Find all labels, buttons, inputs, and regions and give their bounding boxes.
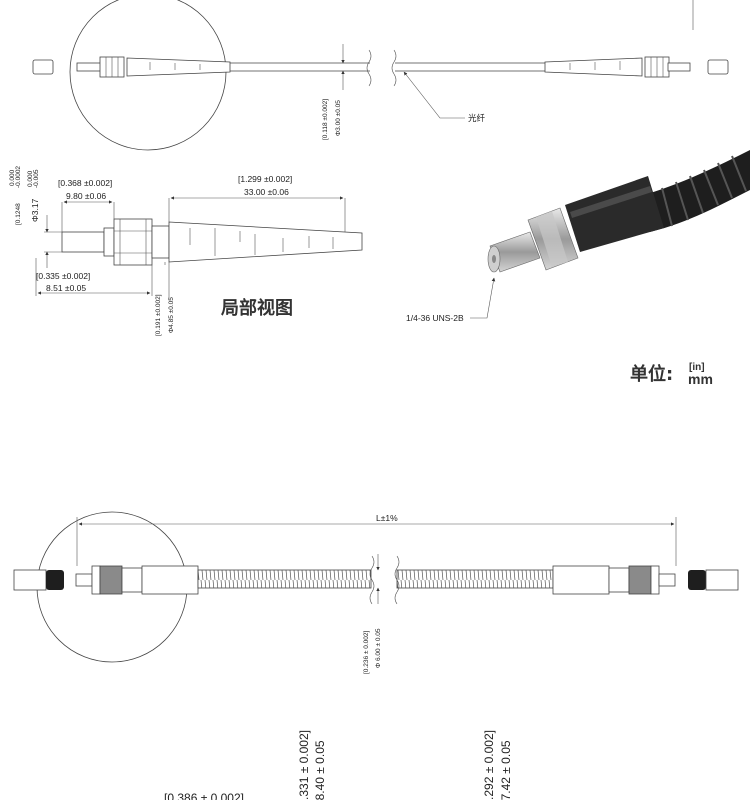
svg-text:-0.005: -0.005	[33, 169, 40, 188]
ferrule-diameter-mm: Φ3.17	[30, 198, 40, 222]
partial-view-title: 局部视图	[221, 297, 293, 319]
dim-b-in: [0.292 ± 0.002]	[482, 730, 496, 800]
boot-diameter-in: [0.191 ±0.002]	[155, 294, 162, 336]
dust-cap-left	[32, 59, 54, 75]
sleeve-bottom-right	[552, 565, 610, 595]
dust-cap-bottom-left	[13, 569, 47, 591]
connector-3d-render: 1/4-36 UNS-2B	[406, 150, 750, 323]
dim-a-mm: Φ8.40 ± 0.05	[313, 740, 327, 800]
overall-length-in: [1.299 ±0.002]	[238, 174, 292, 184]
nut-bottom-right	[628, 565, 652, 595]
unit-legend: 单位: [in] mm	[630, 362, 713, 387]
ferrule-detail	[61, 231, 105, 253]
svg-text:[0.1248: [0.1248	[15, 203, 22, 225]
svg-text:0.000: 0.000	[27, 170, 34, 187]
boot-right	[544, 57, 643, 77]
nut-detail	[113, 218, 153, 266]
dim-a-in: [0.331 ± 0.002]	[297, 730, 311, 800]
dim-b-mm: Φ7.42 ± 0.05	[499, 740, 513, 800]
armor-right	[396, 569, 554, 589]
boot-diameter-mm: Φ4.85 ±0.05	[168, 297, 175, 333]
ferrule-left	[76, 62, 102, 72]
dust-cap-bottom-right	[705, 569, 739, 591]
ferrule-length-in: [0.368 ±0.002]	[58, 178, 112, 188]
dim-c-in: [0.386 ± 0.002]	[164, 791, 244, 800]
ferrule-right	[667, 62, 691, 72]
unit-inch: [in]	[689, 362, 705, 373]
armor-diameter-mm: Φ 6.00 ± 0.05	[375, 628, 382, 668]
svg-text:-0.0002: -0.0002	[15, 166, 22, 188]
svg-text:0.000: 0.000	[9, 169, 16, 186]
bottom-armored-assembly: L±1% [0.236 ± 0.002] Φ 6.00 ± 0.05 [0.33…	[13, 511, 739, 800]
overall-length-mm: 33.00 ±0.06	[244, 187, 289, 197]
fiber-diameter-mm: Φ3.00 ±0.05	[335, 100, 342, 136]
nut-length-in: [0.335 ±0.002]	[36, 271, 90, 281]
fiber-callout-label: 光纤	[468, 113, 486, 123]
boot-left	[126, 57, 231, 77]
top-fiber-assembly: [0.118 ±0.002] Φ3.00 ±0.05 光纤	[32, 0, 729, 151]
boot-detail	[168, 221, 363, 263]
unit-mm: mm	[688, 371, 713, 387]
dust-cap-right	[707, 59, 729, 75]
cap-dark-left	[46, 570, 64, 590]
nut-length-mm: 8.51 ±0.05	[46, 283, 86, 293]
ferrule-length-mm: 9.80 ±0.06	[66, 191, 106, 201]
armor-diameter-in: [0.236 ± 0.002]	[363, 630, 370, 674]
cap-dark-right	[688, 570, 706, 590]
sleeve-bottom-left	[141, 565, 199, 595]
unit-label: 单位:	[630, 363, 673, 385]
thread-callout: 1/4-36 UNS-2B	[406, 313, 464, 323]
fiber-diameter-in: [0.118 ±0.002]	[322, 99, 329, 140]
partial-view-drawing: [1.299 ±0.002] 33.00 ±0.06 [0.368 ±0.002…	[9, 166, 363, 336]
length-label: L±1%	[376, 513, 398, 523]
armor-left	[197, 569, 372, 589]
nut-bottom-left	[99, 565, 123, 595]
